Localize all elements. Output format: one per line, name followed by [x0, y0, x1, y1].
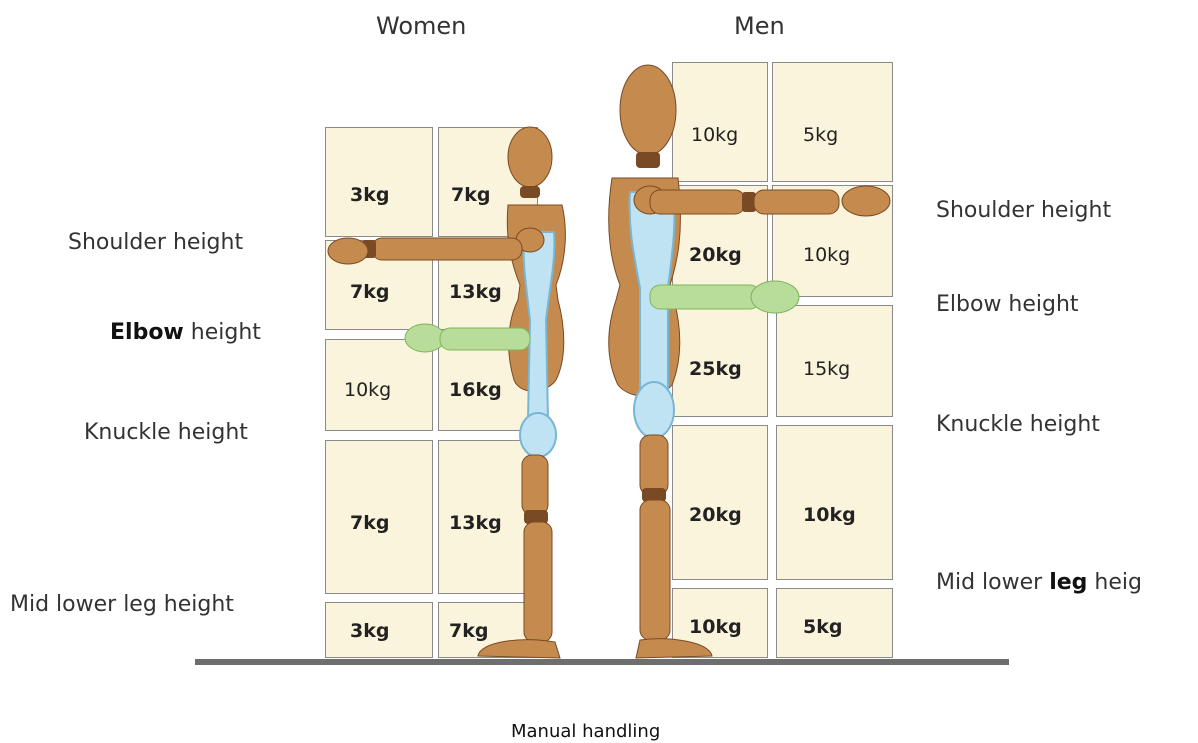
man-mannequin — [609, 65, 890, 658]
right-shoulder-height-label: Shoulder height — [936, 198, 1111, 223]
left-elbow-rest: height — [191, 320, 261, 345]
right-midleg-rest: heig — [1094, 570, 1142, 595]
woman-mannequin — [328, 127, 565, 658]
right-mid-lower-leg-height-label: Mid lower leg heig — [936, 570, 1142, 595]
floor-line — [195, 659, 1009, 665]
right-midleg-prefix: Mid lower — [936, 570, 1042, 595]
left-mid-lower-leg-height-label: Mid lower leg height — [10, 592, 234, 617]
left-shoulder-height-label: Shoulder height — [68, 230, 243, 255]
caption: Manual handling — [511, 721, 660, 742]
right-midleg-bold: leg — [1049, 570, 1087, 595]
left-elbow-height-label: Elbow height — [110, 320, 261, 345]
left-knuckle-height-label: Knuckle height — [84, 420, 248, 445]
right-elbow-height-label: Elbow height — [936, 292, 1079, 317]
right-knuckle-height-label: Knuckle height — [936, 412, 1100, 437]
left-elbow-bold: Elbow — [110, 320, 184, 345]
